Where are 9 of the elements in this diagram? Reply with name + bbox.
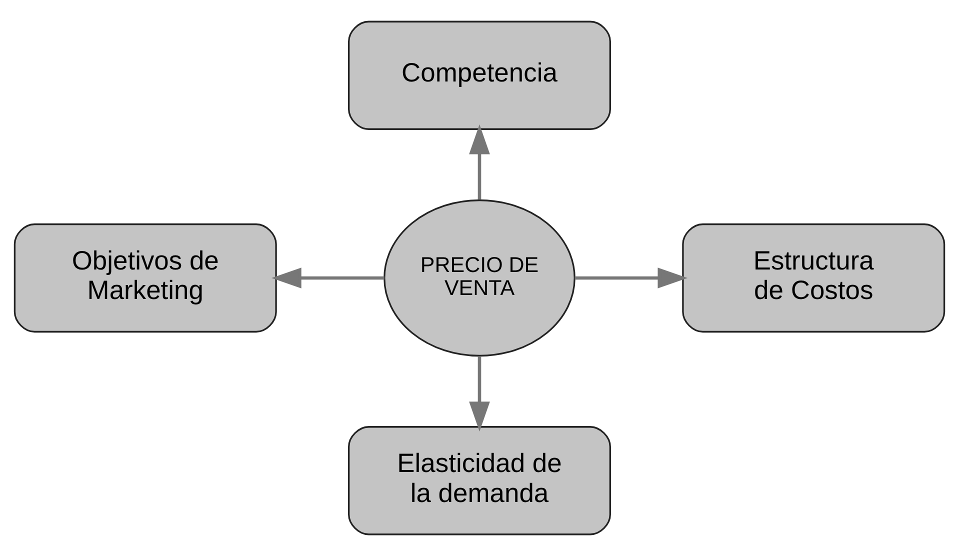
arrow [272, 268, 384, 288]
node-box: Estructura de Costos [682, 223, 946, 333]
arrow [469, 356, 490, 432]
arrow [469, 124, 490, 200]
arrow [574, 268, 688, 288]
node-box: Elasticidad de la demanda [348, 426, 611, 536]
node-box: Competencia [348, 20, 611, 130]
node-box: Objetivos de Marketing [14, 223, 277, 333]
node-ellipse: PRECIO DE VENTA [384, 199, 576, 357]
